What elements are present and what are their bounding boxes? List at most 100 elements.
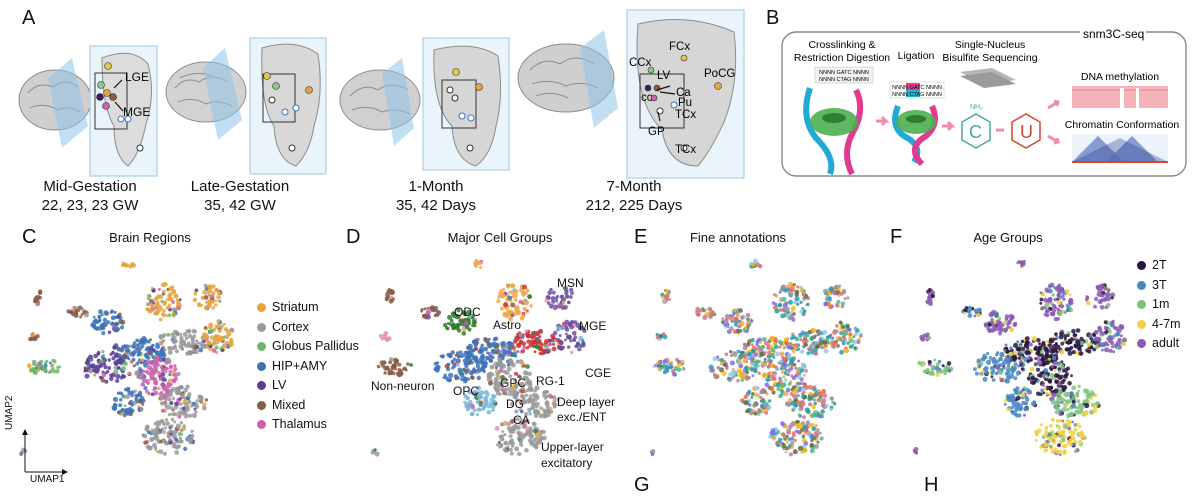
umap-point <box>517 374 521 379</box>
umap-point <box>498 392 502 396</box>
umap-point <box>97 358 100 362</box>
umap-point <box>738 363 744 369</box>
umap-point <box>113 369 119 375</box>
umap-point <box>742 360 747 364</box>
stage-1m-label: 1-Month <box>408 178 464 195</box>
umap-point <box>471 391 476 396</box>
umap-point <box>1097 299 1103 305</box>
umap-point <box>119 325 125 330</box>
umap-point <box>1097 327 1103 333</box>
umap-point <box>194 288 199 293</box>
umap-point <box>504 371 509 375</box>
umap-point <box>229 327 235 333</box>
umap-point <box>191 401 196 406</box>
umap-point <box>843 297 847 301</box>
umap-point <box>113 403 118 408</box>
umap-point <box>491 404 496 409</box>
umap-point <box>208 324 213 330</box>
umap-point <box>479 346 484 352</box>
umap-point <box>772 293 777 297</box>
umap-point <box>521 290 526 296</box>
umap-point <box>501 352 507 358</box>
umap-point <box>446 322 450 325</box>
umap-point <box>788 444 792 448</box>
umap-point <box>578 325 583 331</box>
umap-point <box>214 345 219 350</box>
umap-point <box>98 318 102 323</box>
umap-point <box>786 368 791 373</box>
umap-point <box>183 413 189 419</box>
umap-point <box>809 442 814 448</box>
legend-item-globus-pallidus: Globus Pallidus <box>257 337 359 357</box>
umap-point <box>740 315 745 320</box>
umap-point <box>476 385 481 391</box>
umap-point <box>655 332 659 337</box>
umap-point <box>1058 370 1062 374</box>
umap-point <box>800 362 806 368</box>
umap-point <box>500 380 505 385</box>
umap-point <box>1055 373 1060 378</box>
umap-point <box>992 324 997 329</box>
umap-point <box>831 336 835 340</box>
umap-point <box>101 325 106 331</box>
umap-point <box>1104 347 1109 353</box>
umap-point <box>545 349 550 354</box>
umap-point <box>1020 346 1026 352</box>
umap-point <box>158 371 161 375</box>
umap-point <box>162 289 166 294</box>
umap-point <box>1044 302 1050 308</box>
umap-point <box>228 341 234 346</box>
umap-point <box>825 404 829 408</box>
umap-point <box>508 290 512 294</box>
umap-point <box>1114 326 1120 332</box>
umap-point <box>660 295 664 299</box>
umap-point <box>497 370 501 375</box>
umap-point <box>1025 406 1029 411</box>
umap-point <box>796 285 800 289</box>
umap-point <box>804 343 808 347</box>
umap-point <box>1068 391 1074 397</box>
umap-point <box>514 386 518 390</box>
umap-point <box>78 305 83 310</box>
label-cge: CGE <box>585 366 611 380</box>
umap-point <box>751 263 755 267</box>
umap-point <box>203 305 209 311</box>
umap-point <box>998 369 1004 375</box>
umap-point <box>146 302 151 307</box>
umap-point <box>461 331 467 336</box>
umap-point <box>143 386 148 390</box>
umap-point <box>523 370 528 376</box>
umap-point <box>48 361 52 365</box>
umap-point <box>1119 334 1123 338</box>
umap-point <box>162 365 166 369</box>
umap-point <box>185 384 190 389</box>
umap-point <box>179 421 184 425</box>
umap-point <box>781 284 786 290</box>
umap-point <box>1070 374 1073 378</box>
umap-point <box>839 331 844 335</box>
umap-point <box>787 382 792 386</box>
umap-point <box>483 398 487 402</box>
umap-point <box>521 315 526 319</box>
umap-point <box>1039 423 1043 427</box>
umap-point <box>460 377 464 382</box>
umap-point <box>467 327 472 332</box>
umap-point <box>111 350 115 354</box>
umap-point <box>964 306 969 310</box>
umap-point <box>802 415 806 419</box>
umap-point <box>499 289 503 293</box>
umap-point <box>157 386 161 391</box>
umap-point <box>1059 364 1065 369</box>
umap-point <box>200 399 204 403</box>
umap-point <box>799 309 803 314</box>
umap-point <box>848 332 853 337</box>
umap-point <box>1018 403 1023 408</box>
umap-point <box>509 299 513 303</box>
umap-point <box>1109 340 1115 346</box>
umap-point <box>1036 367 1040 372</box>
umap-point <box>92 315 96 319</box>
umap-point <box>533 428 538 434</box>
umap-point <box>144 347 149 352</box>
umap-point <box>443 373 447 377</box>
umap-point <box>138 368 144 374</box>
